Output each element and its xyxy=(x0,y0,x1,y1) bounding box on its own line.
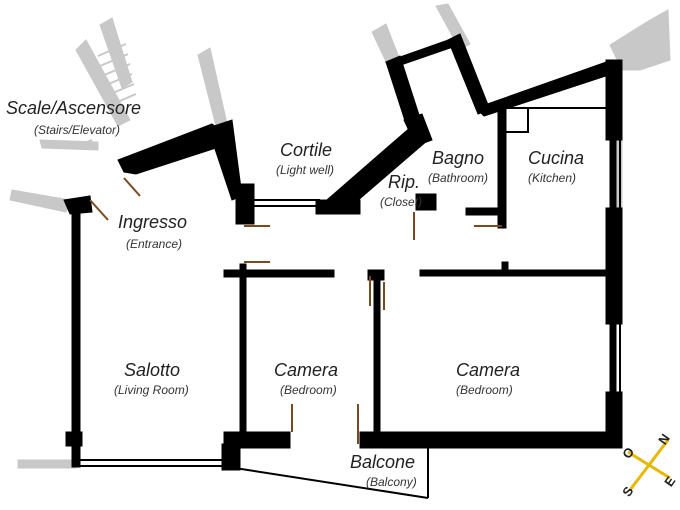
compass-icon: N E S O xyxy=(619,431,678,499)
room-balcone: Balcone (Balcony) xyxy=(350,452,417,489)
room-camera-2: Camera (Bedroom) xyxy=(456,360,520,397)
room-sub: (Bedroom) xyxy=(280,383,337,397)
room-sub: (Closet) xyxy=(380,195,422,209)
room-name: Balcone xyxy=(350,452,415,472)
room-sub: (Bathroom) xyxy=(428,171,488,185)
doors xyxy=(89,177,502,444)
compass-eo-line xyxy=(627,450,671,480)
room-name: Salotto xyxy=(124,360,180,380)
room-bagno: Bagno (Bathroom) xyxy=(428,148,488,185)
room-name: Ingresso xyxy=(118,212,187,232)
room-name: Scale/Ascensore xyxy=(6,98,141,118)
room-name: Bagno xyxy=(432,148,484,168)
room-sub: (Stairs/Elevator) xyxy=(34,123,120,137)
room-sub: (Light well) xyxy=(276,163,334,177)
room-name: Rip. xyxy=(388,172,420,192)
room-name: Cortile xyxy=(280,140,332,160)
stairs xyxy=(45,43,137,149)
room-sub: (Bedroom) xyxy=(456,383,513,397)
room-name: Camera xyxy=(456,360,520,380)
room-camera-1: Camera (Bedroom) xyxy=(274,360,338,397)
room-sub: (Entrance) xyxy=(126,237,182,251)
room-ingresso: Ingresso (Entrance) xyxy=(118,212,187,251)
room-scale: Scale/Ascensore (Stairs/Elevator) xyxy=(6,98,141,137)
room-sub: (Kitchen) xyxy=(528,171,576,185)
compass-north: N xyxy=(655,431,673,447)
room-sub: (Living Room) xyxy=(114,383,189,397)
room-cucina: Cucina (Kitchen) xyxy=(528,148,584,185)
room-salotto: Salotto (Living Room) xyxy=(114,360,189,397)
walls xyxy=(63,33,623,471)
room-name: Camera xyxy=(274,360,338,380)
room-ripostiglio: Rip. (Closet) xyxy=(380,172,422,209)
room-cortile: Cortile (Light well) xyxy=(276,140,334,177)
room-name: Cucina xyxy=(528,148,584,168)
room-sub: (Balcony) xyxy=(366,475,417,489)
compass-east: E xyxy=(661,473,678,489)
